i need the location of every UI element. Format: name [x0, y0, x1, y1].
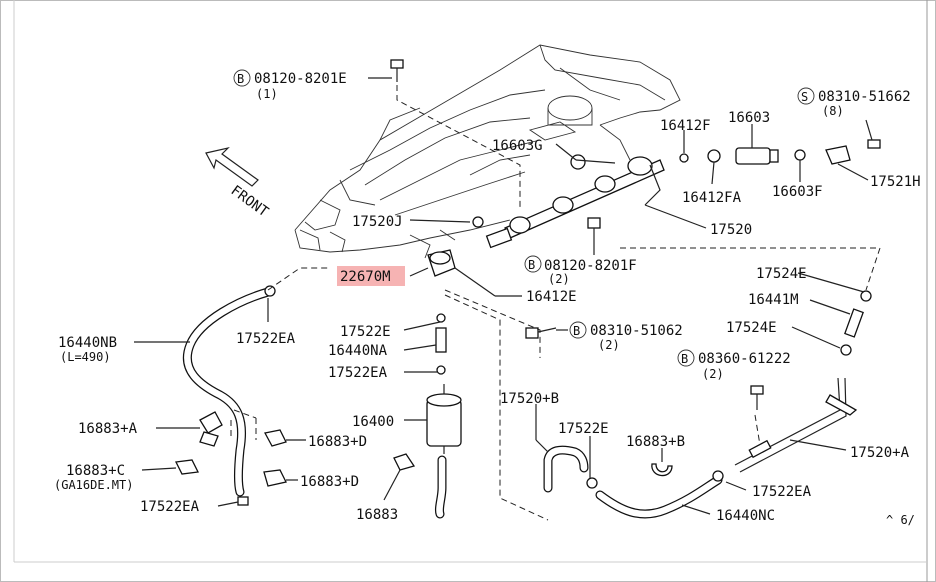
label-16440NA[interactable]: 16440NA: [328, 343, 388, 359]
hose-16440NA: [435, 313, 447, 375]
label-16883C-note: (GA16DE.MT): [54, 478, 133, 492]
label-16440NB[interactable]: 16440NB: [58, 335, 117, 351]
leader-lines: [134, 77, 873, 515]
label-17522E-b[interactable]: 17522E: [558, 421, 609, 437]
code-b-2: B: [528, 258, 535, 272]
label-17522EA-d[interactable]: 17522EA: [752, 484, 812, 500]
label-16412F[interactable]: 16412F: [660, 118, 711, 134]
label-08120-8201E[interactable]: 08120-8201E: [254, 71, 347, 87]
label-17520A[interactable]: 17520+A: [850, 445, 910, 461]
label-16603F[interactable]: 16603F: [772, 184, 823, 200]
label-16440NC[interactable]: 16440NC: [716, 508, 775, 524]
part-labels: 08120-8201E (1) 08310-51662 (8) 16412F 1…: [54, 71, 921, 527]
hose-16440NB: [182, 287, 273, 497]
hose-16440NC: [595, 475, 723, 519]
code-b-3: B: [573, 324, 580, 338]
label-16412FA[interactable]: 16412FA: [682, 190, 742, 206]
label-17522EA-b[interactable]: 17522EA: [328, 365, 388, 381]
label-17520[interactable]: 17520: [710, 222, 752, 238]
clamp-17522E-b: [586, 477, 598, 489]
bolt-08360: [750, 385, 764, 410]
label-22670M[interactable]: 22670M: [340, 269, 391, 285]
label-16440NB-length: (L=490): [60, 350, 111, 364]
label-17522EA-a[interactable]: 17522EA: [236, 331, 296, 347]
label-16441M[interactable]: 16441M: [748, 292, 799, 308]
label-16883A[interactable]: 16883+A: [78, 421, 138, 437]
clip-16883B: [651, 463, 673, 477]
clip-17520J: [472, 216, 484, 228]
pipe-17520A: [734, 377, 858, 473]
label-16883B[interactable]: 16883+B: [626, 434, 685, 450]
label-08360-61222[interactable]: 08360-61222: [698, 351, 791, 367]
pressure-regulator: [427, 249, 456, 277]
dashed-leaders: [230, 85, 881, 521]
code-b-4: B: [681, 352, 688, 366]
hose-16441M: [840, 290, 872, 356]
label-08360-61222-qty: (2): [702, 367, 724, 381]
label-08120-8201F[interactable]: 08120-8201F: [544, 258, 637, 274]
front-arrow: [205, 146, 259, 187]
highlight-22670M: [337, 266, 405, 286]
label-08120-8201F-qty: (2): [548, 272, 570, 286]
code-markers: B S B B B: [233, 69, 815, 367]
hose-17520B: [543, 445, 589, 493]
clamp-17522EA-d: [712, 470, 724, 482]
label-17520B[interactable]: 17520+B: [500, 391, 559, 407]
label-08310-51662-qty: (8): [822, 104, 844, 118]
label-17522E-a[interactable]: 17522E: [340, 324, 391, 340]
label-16603G[interactable]: 16603G: [492, 138, 543, 154]
screw-08310-c: [525, 327, 557, 339]
page-reference: ^ 6/: [886, 513, 915, 527]
screw-right: [867, 139, 881, 149]
label-16603[interactable]: 16603: [728, 110, 770, 126]
label-08120-8201E-qty: (1): [256, 87, 278, 101]
label-16883C[interactable]: 16883+C: [66, 463, 125, 479]
bolt-top: [390, 59, 404, 82]
label-16883D-a[interactable]: 16883+D: [308, 434, 367, 450]
label-08310-51062[interactable]: 08310-51062: [590, 323, 683, 339]
label-16400[interactable]: 16400: [352, 414, 394, 430]
fuel-rail: [485, 145, 851, 249]
label-17524E-b[interactable]: 17524E: [726, 320, 777, 336]
label-17522EA-c[interactable]: 17522EA: [140, 499, 200, 515]
engine-outline: [294, 44, 681, 259]
label-08310-51062-qty: (2): [598, 338, 620, 352]
label-16883[interactable]: 16883: [356, 507, 398, 523]
label-16883D-b[interactable]: 16883+D: [300, 474, 359, 490]
hose-16883: [434, 455, 447, 519]
clamp-17522EA-a: [264, 285, 276, 297]
fuel-filter-16400: [426, 384, 462, 454]
code-b-1: B: [237, 72, 244, 86]
clips-16883: [175, 411, 416, 487]
clamp-17522EA-c: [237, 496, 249, 506]
label-08310-51662[interactable]: 08310-51662: [818, 89, 911, 105]
bolt-mid: [587, 217, 601, 248]
code-s-1: S: [801, 90, 808, 104]
label-17520J[interactable]: 17520J: [352, 214, 403, 230]
label-17521H[interactable]: 17521H: [870, 174, 921, 190]
label-17524E-a[interactable]: 17524E: [756, 266, 807, 282]
label-16412E[interactable]: 16412E: [526, 289, 577, 305]
